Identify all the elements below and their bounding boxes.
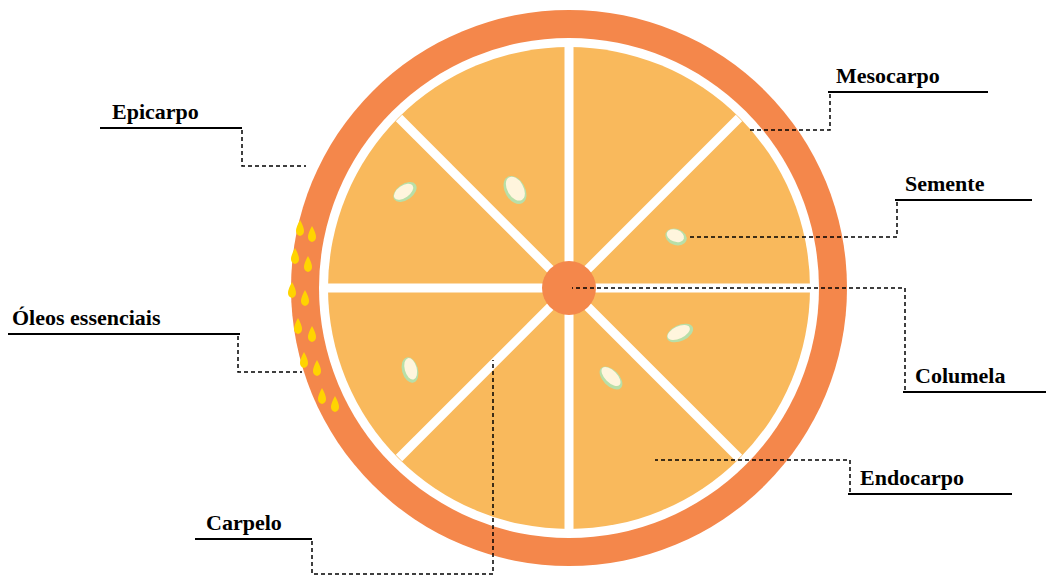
- part-label: Epicarpo: [112, 100, 199, 124]
- leader-lines: [238, 94, 905, 574]
- part-label: Carpelo: [206, 511, 282, 535]
- part-label: Columela: [915, 364, 1005, 388]
- part-label: Semente: [905, 172, 984, 196]
- seeds: [390, 172, 696, 394]
- columella: [542, 261, 596, 315]
- part-label: Óleos essenciais: [12, 306, 161, 330]
- part-label: Mesocarpo: [836, 64, 940, 88]
- oil-droplets: [288, 220, 339, 412]
- epicarp-ring: [291, 10, 847, 566]
- label-underlines: [8, 92, 1046, 539]
- part-label: Endocarpo: [860, 466, 964, 490]
